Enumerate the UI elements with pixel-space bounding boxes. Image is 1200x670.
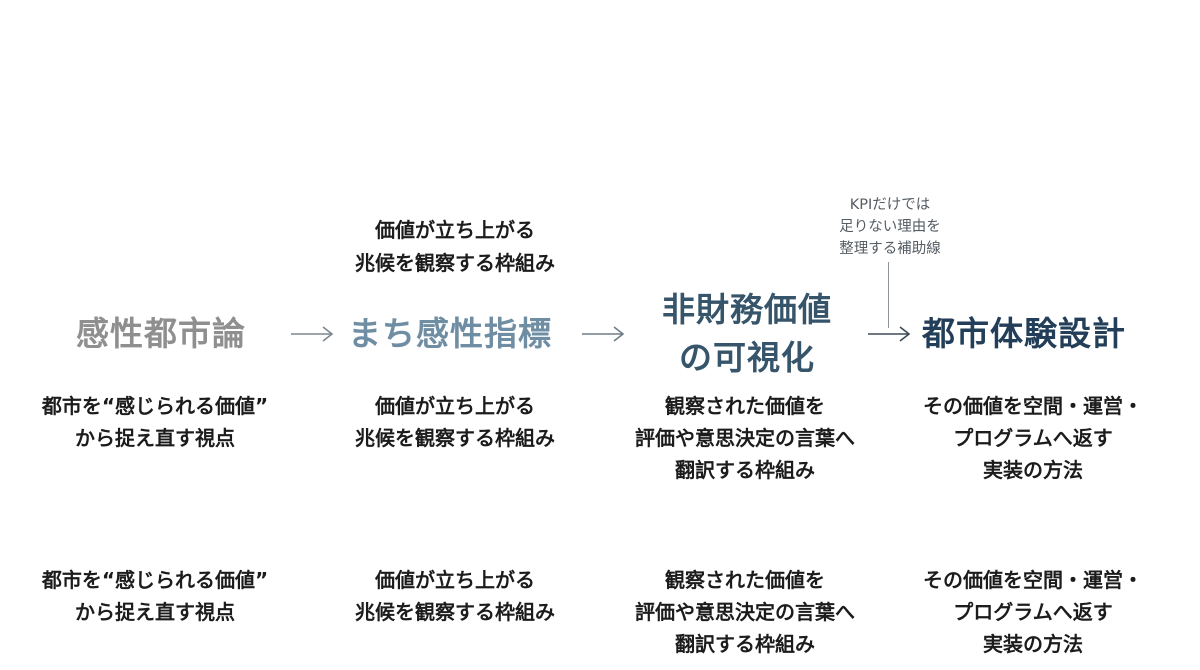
stage-desc-line: プログラムへ返す xyxy=(953,600,1113,624)
stage-desc-2: 価値が立ち上がる 兆候を観察する枠組み xyxy=(315,390,595,454)
arrow-right-icon xyxy=(289,322,335,346)
top-description: 価値が立ち上がる 兆候を観察する枠組み xyxy=(315,214,595,280)
kpi-note: KPIだけでは 足りない理由を 整理する補助線 xyxy=(800,194,980,260)
stage-desc-4: その価値を空間・運営・ プログラムへ返す 実装の方法 xyxy=(893,390,1173,486)
stage-desc-line: 評価や意思決定の言葉へ xyxy=(635,600,855,624)
kpi-note-line: 整理する補助線 xyxy=(839,241,941,257)
stage-title-1: 感性都市論 xyxy=(76,314,246,353)
stage-desc-line: 都市を“感じられる価値” xyxy=(41,394,269,418)
stage-desc-line: その価値を空間・運営・ xyxy=(923,568,1143,592)
top-description-line: 兆候を観察する枠組み xyxy=(355,251,555,275)
stage-desc-4-repeat: その価値を空間・運営・ プログラムへ返す 実装の方法 xyxy=(893,564,1173,660)
kpi-note-line: KPIだけでは xyxy=(849,197,931,213)
stage-desc-3: 観察された価値を 評価や意思決定の言葉へ 翻訳する枠組み xyxy=(605,390,885,486)
kpi-note-line: 足りない理由を xyxy=(839,219,941,235)
stage-desc-line: 翻訳する枠組み xyxy=(675,632,815,656)
stage-desc-line: 観察された価値を xyxy=(665,568,825,592)
stage-desc-line: から捉え直す視点 xyxy=(75,426,235,450)
stage-desc-line: 兆候を観察する枠組み xyxy=(355,600,555,624)
stage-title-4: 都市体験設計 xyxy=(922,314,1126,353)
stage-desc-line: 価値が立ち上がる xyxy=(375,394,535,418)
stage-desc-line: 価値が立ち上がる xyxy=(375,568,535,592)
arrow-right-icon xyxy=(580,322,626,346)
stage-desc-line: 実装の方法 xyxy=(983,458,1083,482)
stage-title-2: まち感性指標 xyxy=(348,314,552,353)
stage-desc-1-repeat: 都市を“感じられる価値” から捉え直す視点 xyxy=(15,564,295,628)
stage-desc-line: 実装の方法 xyxy=(983,632,1083,656)
stage-title-3-line: の可視化 xyxy=(679,338,815,377)
stage-title-3: 非財務価値 の可視化 xyxy=(640,286,854,382)
kpi-note-connector xyxy=(888,262,889,328)
stage-title-3-line: 非財務価値 xyxy=(662,290,832,329)
stage-desc-line: 都市を“感じられる価値” xyxy=(41,568,269,592)
stage-desc-3-repeat: 観察された価値を 評価や意思決定の言葉へ 翻訳する枠組み xyxy=(605,564,885,660)
stage-desc-line: 評価や意思決定の言葉へ xyxy=(635,426,855,450)
stage-desc-line: プログラムへ返す xyxy=(953,426,1113,450)
stage-desc-line: 兆候を観察する枠組み xyxy=(355,426,555,450)
stage-desc-1: 都市を“感じられる価値” から捉え直す視点 xyxy=(15,390,295,454)
stage-desc-line: 翻訳する枠組み xyxy=(675,458,815,482)
arrow-right-icon xyxy=(866,322,912,346)
stage-desc-2-repeat: 価値が立ち上がる 兆候を観察する枠組み xyxy=(315,564,595,628)
stage-desc-line: 観察された価値を xyxy=(665,394,825,418)
stage-desc-line: から捉え直す視点 xyxy=(75,600,235,624)
stage-desc-line: その価値を空間・運営・ xyxy=(923,394,1143,418)
top-description-line: 価値が立ち上がる xyxy=(375,218,535,242)
